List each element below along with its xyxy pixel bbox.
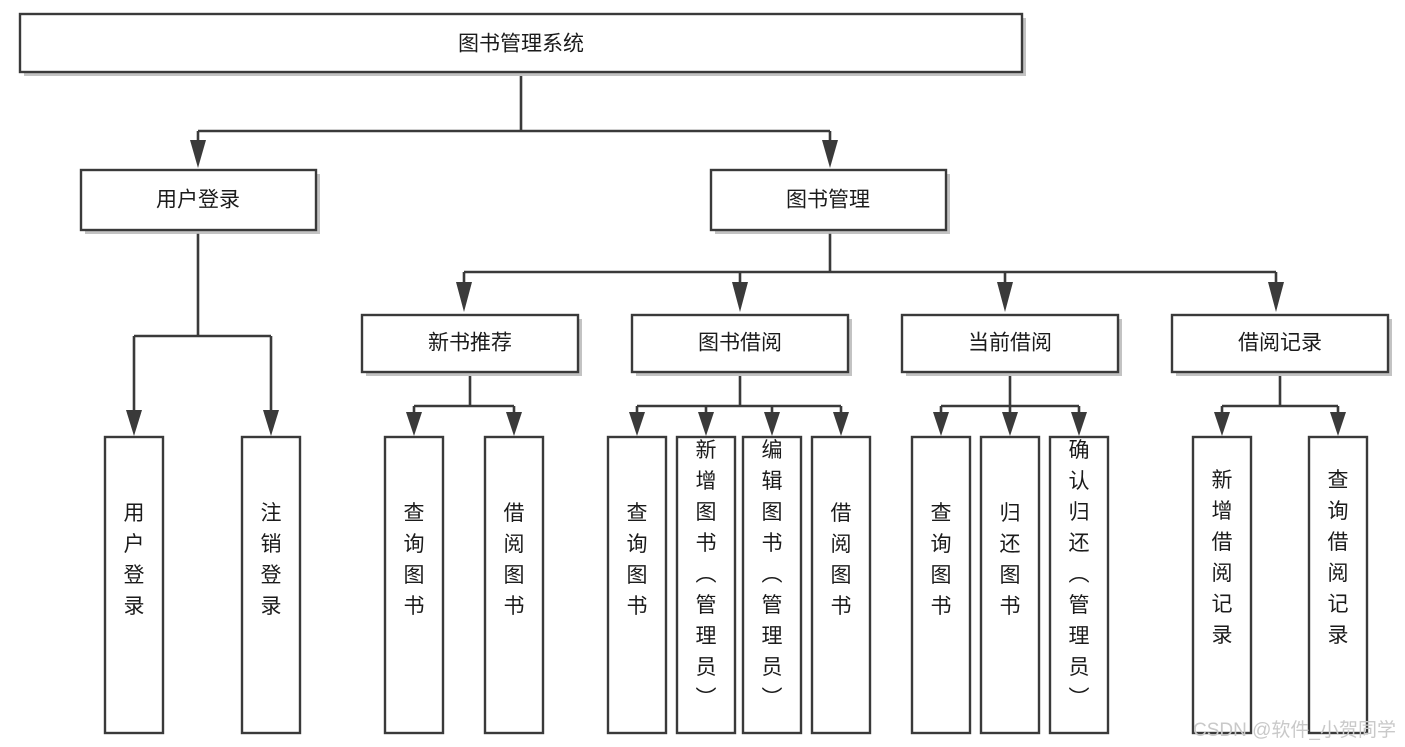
leaf-box[interactable] <box>675 435 737 735</box>
leaf-node[interactable]: 查询图书 <box>606 435 668 735</box>
leaf-node[interactable]: 确认归还︵管理员︶ <box>1048 435 1110 735</box>
leaf-node[interactable]: 新增图书︵管理员︶ <box>675 435 737 735</box>
node-current-borrow-label: 当前借阅 <box>968 332 1052 355</box>
node-current-borrow-box[interactable] <box>900 313 1120 374</box>
leaf-box[interactable] <box>810 435 872 735</box>
node-user-login[interactable]: 用户登录 <box>79 168 320 234</box>
leaf-label: 查询借阅记录 <box>1328 469 1349 647</box>
leaf-box[interactable] <box>1048 435 1110 735</box>
arrow-to-leaf-13 <box>1330 412 1346 436</box>
arrow-to-book-borrow <box>732 282 748 312</box>
leaf-label: 用户登录 <box>124 502 145 618</box>
node-new-book-rec[interactable]: 新书推荐 <box>360 313 582 376</box>
node-new-book-rec-label: 新书推荐 <box>428 332 512 355</box>
node-book-manage-box[interactable] <box>709 168 948 232</box>
arrow-to-leaf-12 <box>1214 412 1230 436</box>
node-user-login-label: 用户登录 <box>156 189 240 212</box>
node-book-manage-label: 图书管理 <box>786 189 870 212</box>
leaf-node[interactable]: 借阅图书 <box>810 435 872 735</box>
leaf-node[interactable]: 注销登录 <box>240 435 302 735</box>
leaf-label: 查询图书 <box>627 502 648 618</box>
node-current-borrow[interactable]: 当前借阅 <box>900 313 1122 376</box>
arrow-to-leaf-2 <box>263 410 279 436</box>
leaf-box[interactable] <box>103 435 165 735</box>
leaf-node[interactable]: 查询借阅记录 <box>1307 435 1369 735</box>
node-user-login-box[interactable] <box>79 168 318 232</box>
arrow-to-book-manage <box>822 140 838 168</box>
arrow-to-leaf-4 <box>506 412 522 436</box>
arrow-to-leaf-1 <box>126 410 142 436</box>
leaf-box[interactable] <box>741 435 803 735</box>
arrow-to-current-borrow <box>997 282 1013 312</box>
leaf-box[interactable] <box>1307 435 1369 735</box>
leaf-node[interactable]: 归还图书 <box>979 435 1041 735</box>
node-book-manage[interactable]: 图书管理 <box>709 168 950 234</box>
leaf-label: 新增借阅记录 <box>1212 469 1233 647</box>
leaf-label: 确认归还︵管理员︶ <box>1069 439 1090 710</box>
leaf-box[interactable] <box>1191 435 1253 735</box>
leaf-box[interactable] <box>979 435 1041 735</box>
leaf-label: 借阅图书 <box>504 502 525 618</box>
node-root-box[interactable] <box>18 12 1024 74</box>
leaf-label: 编辑图书︵管理员︶ <box>762 439 783 710</box>
arrow-to-leaf-5 <box>629 412 645 436</box>
arrow-to-user-login <box>190 140 206 168</box>
watermark-label: CSDN @软件_小贺同学 <box>1193 719 1396 741</box>
node-book-borrow-box[interactable] <box>630 313 850 374</box>
arrow-to-leaf-9 <box>933 412 949 436</box>
node-root-label: 图书管理系统 <box>458 33 584 56</box>
leaf-node[interactable]: 编辑图书︵管理员︶ <box>741 435 803 735</box>
leaf-node[interactable]: 新增借阅记录 <box>1191 435 1253 735</box>
leaf-node[interactable]: 查询图书 <box>383 435 445 735</box>
leaf-label: 新增图书︵管理员︶ <box>696 439 717 710</box>
arrow-to-leaf-8 <box>833 412 849 436</box>
arrow-to-leaf-3 <box>406 412 422 436</box>
leaf-label: 借阅图书 <box>831 502 852 618</box>
leaf-box[interactable] <box>383 435 445 735</box>
node-new-book-rec-box[interactable] <box>360 313 580 374</box>
leaf-box[interactable] <box>606 435 668 735</box>
arrow-to-leaf-6 <box>698 412 714 436</box>
arrow-to-new-book-rec <box>456 282 472 312</box>
leaf-box[interactable] <box>910 435 972 735</box>
node-book-borrow-label: 图书借阅 <box>698 332 782 355</box>
node-book-borrow[interactable]: 图书借阅 <box>630 313 852 376</box>
leaf-node[interactable]: 查询图书 <box>910 435 972 735</box>
leaf-label: 查询图书 <box>404 502 425 618</box>
connector-group <box>126 76 1346 436</box>
leaf-box[interactable] <box>483 435 545 735</box>
leaf-node[interactable]: 用户登录 <box>103 435 165 735</box>
arrow-to-leaf-10 <box>1002 412 1018 436</box>
arrow-to-leaf-11 <box>1071 412 1087 436</box>
node-borrow-record[interactable]: 借阅记录 <box>1170 313 1392 376</box>
node-borrow-record-box[interactable] <box>1170 313 1390 374</box>
leaf-box[interactable] <box>240 435 302 735</box>
node-root[interactable]: 图书管理系统 <box>18 12 1026 76</box>
node-borrow-record-label: 借阅记录 <box>1238 332 1322 355</box>
leaf-label: 查询图书 <box>931 502 952 618</box>
leaf-label: 归还图书 <box>1000 502 1021 618</box>
arrow-to-borrow-record <box>1268 282 1284 312</box>
leaf-node[interactable]: 借阅图书 <box>483 435 545 735</box>
arrow-to-leaf-7 <box>764 412 780 436</box>
leaf-label: 注销登录 <box>261 502 282 618</box>
